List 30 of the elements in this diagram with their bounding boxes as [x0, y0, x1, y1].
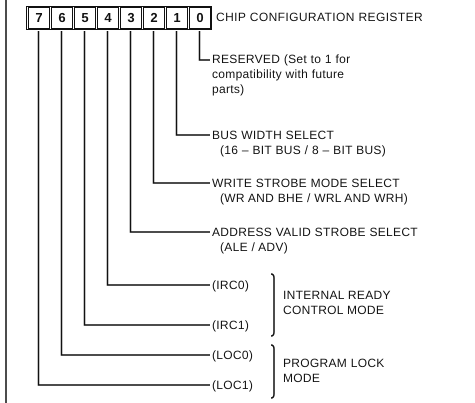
field-description: (IRC0) — [212, 278, 250, 293]
leader-line — [106, 31, 210, 286]
leader-line — [60, 31, 210, 356]
group-label: INTERNAL READY CONTROL MODE — [283, 288, 392, 318]
bit-number: 3 — [120, 7, 142, 29]
bit-number: 6 — [51, 7, 73, 29]
leader-line — [84, 31, 210, 326]
field-description: (IRC1) — [212, 318, 250, 333]
leader-line — [152, 31, 210, 184]
register-title: CHIP CONFIGURATION REGISTER — [216, 10, 424, 24]
field-values: (16 – BIT BUS / 8 – BIT BUS) — [219, 143, 388, 158]
bit-number: 0 — [189, 7, 211, 29]
field-description: BUS WIDTH SELECT — [212, 128, 336, 143]
field-description: RESERVED (Set to 1 for compatibility with future parts) — [212, 52, 352, 97]
bit-number: 1 — [166, 7, 188, 29]
field-description: (LOC0) — [212, 348, 254, 363]
field-description: (LOC1) — [212, 378, 254, 393]
bit-number: 7 — [28, 7, 50, 29]
field-description: ADDRESS VALID STROBE SELECT — [212, 225, 419, 240]
field-values: (ALE / ADV) — [219, 240, 289, 255]
leader-line — [38, 31, 210, 386]
leader-line — [130, 31, 210, 233]
leader-line — [176, 31, 210, 136]
field-description: WRITE STROBE MODE SELECT — [212, 176, 401, 191]
field-values: (WR AND BHE / WRL AND WRH) — [219, 191, 410, 206]
leader-line — [198, 31, 210, 61]
bit-number: 4 — [97, 7, 119, 29]
bit-number: 2 — [143, 7, 165, 29]
bit-number: 5 — [74, 7, 96, 29]
group-label: PROGRAM LOCK MODE — [283, 356, 386, 386]
